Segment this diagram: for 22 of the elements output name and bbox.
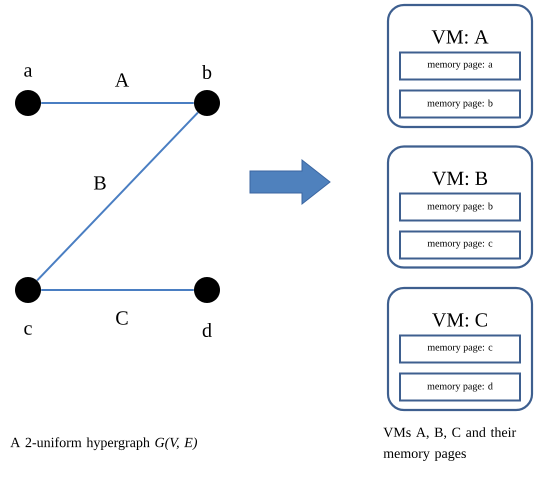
edge-label: C (114, 310, 130, 326)
vertex-dot (194, 277, 220, 303)
vertex-label: d (202, 322, 212, 338)
memory-page-box: memory page: b (399, 90, 521, 118)
edge-label: B (92, 175, 108, 191)
memory-page-box: memory page: c (399, 334, 521, 364)
memory-page-box: memory page: b (399, 192, 521, 222)
vertex-label: b (202, 64, 212, 80)
caption: VMs A, B, C and their memory pages (383, 427, 516, 461)
hyperedge-line (41, 102, 194, 104)
vertex-dot (194, 90, 220, 116)
memory-page-box: memory page: a (399, 52, 521, 80)
vertex-dot (15, 277, 41, 303)
memory-page-box: memory page: c (399, 230, 521, 260)
hyperedge-line (41, 289, 194, 291)
vertex-label: c (24, 325, 32, 335)
vertex-dot (15, 90, 41, 116)
vertex-label: a (24, 67, 32, 77)
hyperedge-line (36, 112, 199, 282)
memory-page-box: memory page: d (399, 372, 521, 402)
edge-label: A (114, 72, 130, 88)
caption: A 2-uniform hypergraph G(V, E) (10, 437, 198, 450)
